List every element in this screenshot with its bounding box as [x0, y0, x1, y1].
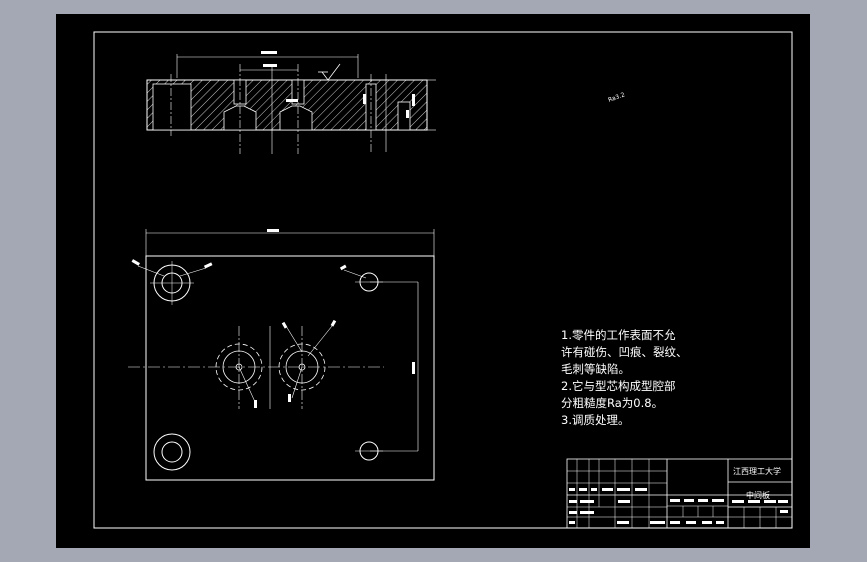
title-block-part-name: 中间板 [746, 490, 770, 500]
cad-drawing-canvas: Ra3.2 [93, 31, 793, 529]
drawing-border [93, 31, 793, 529]
requirement-line: 许有碰伤、凹痕、裂纹、 [561, 345, 688, 359]
title-block [566, 458, 793, 529]
section-view [146, 51, 436, 154]
title-block-school: 江西理工大学 [733, 466, 781, 476]
requirement-line: 毛刺等缺陷。 [561, 362, 630, 376]
requirement-line: 分粗糙度Ra为0.8。 [561, 396, 664, 410]
requirement-line: 1.零件的工作表面不允 [561, 328, 676, 342]
technical-requirements: 1.零件的工作表面不允 许有碰伤、凹痕、裂纹、 毛刺等缺陷。 2.它与型芯构成型… [561, 327, 688, 429]
requirement-line: 2.它与型芯构成型腔部 [561, 379, 676, 393]
drawing-sheet: Ra3.2 [56, 14, 810, 548]
plan-view [128, 229, 435, 481]
roughness-mark: Ra3.2 [607, 91, 626, 104]
requirement-line: 3.调质处理。 [561, 413, 630, 427]
